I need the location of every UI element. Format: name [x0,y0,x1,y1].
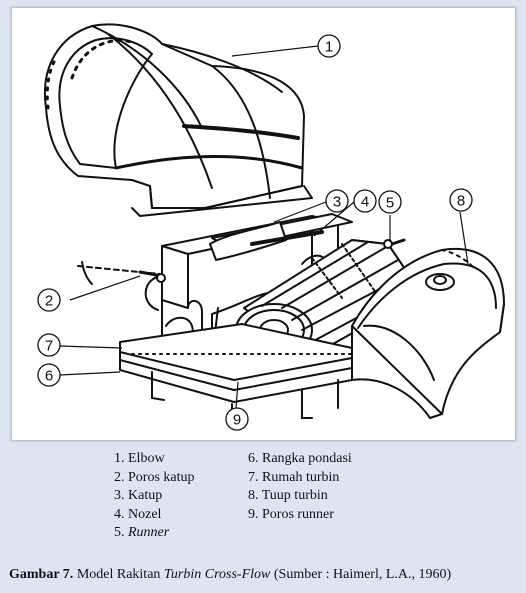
callout-7 [37,333,61,357]
callout-8 [449,188,473,212]
callout-5-label: 5 [386,195,394,212]
legend-item-3: 3. Katup [114,488,163,504]
callout-2-label: 2 [45,293,53,310]
caption-italic: Turbin Cross-Flow [163,567,271,582]
valve-shaft-part [77,261,166,285]
legend-item-5-label: Runner [128,525,170,541]
legend-left-column: 1. Elbow 2. Poros katup 3. Katup 4. Noze… [114,450,195,543]
callout-4-label: 4 [361,194,369,211]
callout-1 [317,34,341,58]
callout-1-label: 1 [325,39,333,56]
elbow-part [43,23,313,217]
turbine-cover-part [351,248,505,419]
legend-item-5: 5. Runner [114,524,195,543]
callout-6 [37,363,61,387]
legend-right-column: 6. Rangka pondasi 7. Rumah turbin 8. Tuu… [248,450,352,524]
callout-7-label: 7 [45,338,53,355]
callout-2 [37,288,61,312]
legend-item-4: 4. Nozel [114,506,162,522]
callout-3-label: 3 [333,194,341,211]
callout-3 [325,189,349,213]
figure-panel: 1 2 3 4 5 6 7 8 9 [11,7,516,441]
caption-text-after: (Sumber : Haimerl, L.A., 1960) [270,567,452,582]
legend-item-6: 6. Rangka pondasi [248,451,352,466]
legend-item-1: 1. Elbow [114,451,165,466]
legend-item-7: 7. Rumah turbin [248,469,340,485]
legend-item-5-number: 5. [114,525,128,541]
legend-item-8: 8. Tuup turbin [248,488,328,504]
figure-caption: Gambar 7. Model Rakitan Turbin Cross-Flo… [9,567,451,583]
callout-6-label: 6 [45,368,53,385]
caption-text-before: Model Rakitan [73,567,164,582]
leader-lines [59,45,469,409]
callout-9-label: 9 [233,412,241,429]
callout-9 [225,407,249,431]
foundation-frame-part [119,323,353,427]
legend-item-9: 9. Poros runner [248,506,334,522]
turbine-exploded-drawing: 1 2 3 4 5 6 7 8 9 [37,23,505,431]
callout-5 [378,190,402,214]
callout-4 [353,189,377,213]
legend-item-2: 2. Poros katup [114,469,195,485]
caption-label: Gambar 7. [9,567,74,582]
callout-8-label: 8 [457,193,465,210]
